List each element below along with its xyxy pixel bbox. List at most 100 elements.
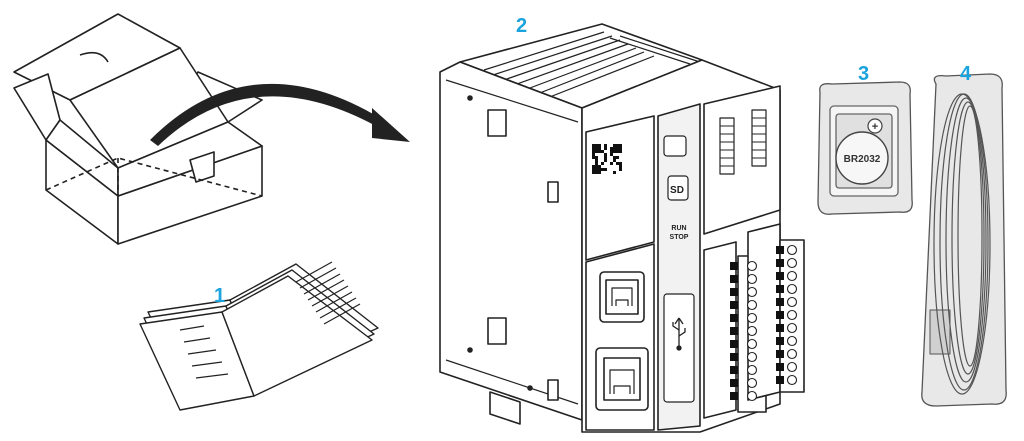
terminal-screw <box>786 257 798 269</box>
terminal-wire-entry <box>776 285 784 293</box>
stop-switch-label: STOP <box>670 234 689 241</box>
qr-module <box>604 144 607 147</box>
terminal-screw <box>746 338 758 350</box>
qr-module <box>595 162 598 165</box>
terminal-screw <box>746 286 758 298</box>
open-shipping-box <box>13 13 263 245</box>
qr-module <box>595 156 598 159</box>
terminal-wire-entry <box>776 337 784 345</box>
terminal-screw <box>746 390 758 402</box>
qr-module <box>595 168 598 171</box>
qr-module <box>616 147 619 150</box>
terminal-wire-entry <box>730 288 738 296</box>
terminal-wire-entry <box>730 340 738 348</box>
ethernet-port-upper <box>599 271 645 323</box>
terminal-wire-entry <box>730 379 738 387</box>
terminal-wire-entry <box>730 301 738 309</box>
battery-coin-cell: + BR2032 <box>835 118 889 185</box>
qr-module <box>610 150 613 153</box>
qr-module <box>598 150 601 153</box>
terminal-screw <box>786 283 798 295</box>
qr-module <box>619 150 622 153</box>
qr-module <box>592 147 595 150</box>
terminal-screw <box>786 244 798 256</box>
terminal-screw <box>746 299 758 311</box>
terminal-wire-entry <box>730 392 738 400</box>
qr-module <box>601 168 604 171</box>
terminal-wire-entry <box>776 272 784 280</box>
terminal-screw <box>786 322 798 334</box>
cable-coil <box>933 93 991 395</box>
terminal-wire-entry <box>730 353 738 361</box>
qr-module <box>613 171 616 174</box>
callout-battery: 3 <box>858 63 869 85</box>
qr-module <box>613 147 616 150</box>
terminal-screw <box>746 312 758 324</box>
terminal-wire-entry <box>776 363 784 371</box>
terminal-screw <box>746 273 758 285</box>
callout-controller: 2 <box>516 15 527 37</box>
terminal-screw <box>786 335 798 347</box>
qr-module <box>598 165 601 168</box>
terminal-wire-entry <box>730 314 738 322</box>
qr-module <box>604 156 607 159</box>
terminal-wire-entry <box>776 350 784 358</box>
qr-module <box>595 159 598 162</box>
qr-module <box>592 168 595 171</box>
qr-code-icon <box>592 144 622 174</box>
logic-controller <box>439 23 805 433</box>
sd-card-label: SD <box>670 185 684 196</box>
instruction-manual <box>139 261 379 411</box>
qr-module <box>592 171 595 174</box>
qr-module <box>601 162 604 165</box>
terminal-screw <box>786 296 798 308</box>
qr-module <box>598 147 601 150</box>
terminal-wire-entry <box>776 246 784 254</box>
ethernet-port-lower <box>595 347 649 411</box>
terminal-wire-entry <box>730 327 738 335</box>
qr-module <box>610 147 613 150</box>
qr-module <box>598 171 601 174</box>
qr-module <box>619 144 622 147</box>
qr-module <box>619 162 622 165</box>
terminal-screw <box>786 374 798 386</box>
qr-module <box>604 147 607 150</box>
terminal-wire-entry <box>776 376 784 384</box>
qr-module <box>610 153 613 156</box>
terminal-screw <box>746 260 758 272</box>
run-switch-label: RUN <box>671 225 686 232</box>
qr-module <box>616 150 619 153</box>
terminal-screw <box>786 361 798 373</box>
terminal-wire-entry <box>776 298 784 306</box>
qr-module <box>592 150 595 153</box>
qr-module <box>613 159 616 162</box>
battery-model-label: BR2032 <box>844 154 881 165</box>
qr-module <box>592 144 595 147</box>
qr-module <box>601 150 604 153</box>
callout-cable: 4 <box>960 63 972 85</box>
terminal-screw <box>746 325 758 337</box>
qr-module <box>592 156 595 159</box>
qr-module <box>595 147 598 150</box>
terminal-wire-entry <box>776 311 784 319</box>
terminal-screw <box>786 270 798 282</box>
terminal-wire-entry <box>776 324 784 332</box>
qr-module <box>598 144 601 147</box>
usb-icon <box>672 317 686 351</box>
qr-module <box>595 150 598 153</box>
terminal-wire-entry <box>776 259 784 267</box>
qr-module <box>616 144 619 147</box>
terminal-wire-entry <box>730 262 738 270</box>
qr-module <box>592 165 595 168</box>
terminal-screw <box>746 351 758 363</box>
terminal-screw <box>746 377 758 389</box>
terminal-screws <box>730 244 798 402</box>
qr-module <box>616 162 619 165</box>
qr-module <box>619 168 622 171</box>
qr-module <box>604 168 607 171</box>
qr-module <box>619 147 622 150</box>
terminal-screw <box>786 348 798 360</box>
qr-module <box>619 165 622 168</box>
qr-module <box>613 144 616 147</box>
terminal-wire-entry <box>730 366 738 374</box>
